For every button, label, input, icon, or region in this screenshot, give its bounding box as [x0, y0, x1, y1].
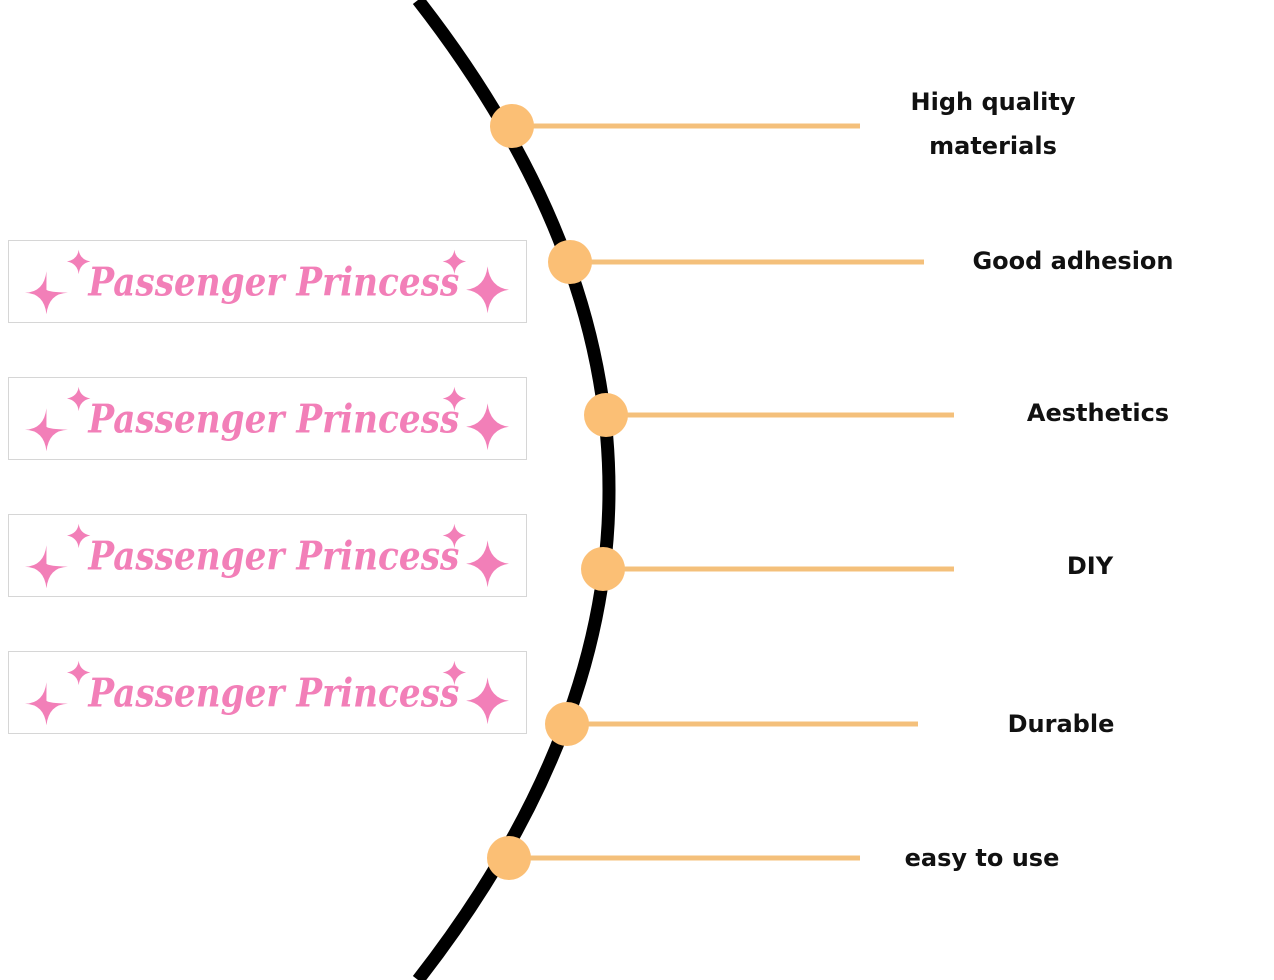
timeline-dot — [545, 702, 589, 746]
sticker-text: Passenger Princess — [88, 671, 460, 717]
sparkle-icon — [24, 545, 68, 589]
feature-label-high-quality: High quality materials — [893, 80, 1093, 168]
sparkle-icon — [466, 540, 510, 588]
sticker-image: Passenger Princess — [8, 651, 527, 734]
timeline-dot — [548, 240, 592, 284]
timeline-dot — [581, 547, 625, 591]
sparkle-icon — [466, 266, 510, 314]
sticker-text: Passenger Princess — [88, 260, 460, 306]
sparkle-icon — [66, 660, 91, 686]
sparkle-icon — [24, 271, 68, 315]
feature-label-good-adhesion: Good adhesion — [953, 239, 1193, 283]
feature-label-line: easy to use — [904, 844, 1060, 872]
sticker-image: Passenger Princess — [8, 514, 527, 597]
sticker-text: Passenger Princess — [88, 534, 460, 580]
sparkle-icon — [24, 408, 68, 452]
feature-label-line: Good adhesion — [972, 247, 1174, 275]
sparkle-icon — [442, 523, 467, 549]
sparkle-icon — [24, 682, 68, 726]
feature-label-line: materials — [929, 132, 1057, 160]
sparkle-icon — [442, 386, 467, 412]
sparkle-icon — [66, 249, 91, 275]
feature-label-diy: DIY — [1050, 544, 1130, 588]
sparkle-icon — [442, 660, 467, 686]
feature-label-line: Aesthetics — [1026, 399, 1170, 427]
sparkle-icon — [442, 249, 467, 275]
sparkle-icon — [66, 386, 91, 412]
timeline-dot — [487, 836, 531, 880]
sticker-text: Passenger Princess — [88, 397, 460, 443]
feature-label-line: Durable — [1007, 710, 1115, 738]
feature-label-easy-to-use: easy to use — [897, 836, 1067, 880]
feature-label-aesthetics: Aesthetics — [1013, 391, 1183, 435]
timeline-dot — [584, 393, 628, 437]
sticker-image: Passenger Princess — [8, 240, 527, 323]
feature-label-line: DIY — [1066, 552, 1114, 580]
sparkle-icon — [66, 523, 91, 549]
timeline-dot — [490, 104, 534, 148]
sparkle-icon — [466, 403, 510, 451]
sparkle-icon — [466, 677, 510, 725]
feature-label-durable: Durable — [996, 702, 1126, 746]
feature-label-line: High quality — [910, 88, 1076, 116]
sticker-image: Passenger Princess — [8, 377, 527, 460]
